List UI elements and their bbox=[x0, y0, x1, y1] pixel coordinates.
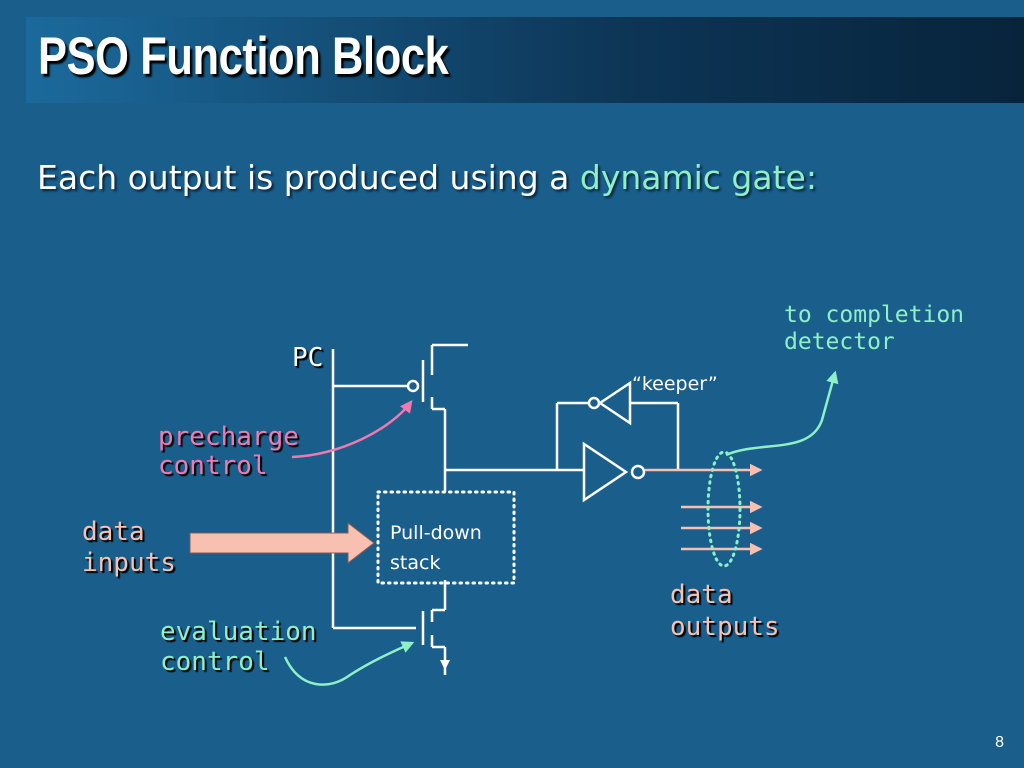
data-inputs-arrow bbox=[189, 521, 375, 565]
subtitle-highlight: dynamic gate: bbox=[579, 158, 817, 197]
output-inverter bbox=[582, 441, 646, 503]
completion-arrow bbox=[725, 370, 839, 457]
subtitle-prefix: Each output is produced using a bbox=[37, 158, 580, 197]
pull-down-label-line2: stack bbox=[390, 552, 441, 574]
precharge-control-label-line1: precharge bbox=[158, 422, 299, 452]
data-outputs-label-line1: data bbox=[670, 580, 733, 610]
slide-title: PSO Function Block bbox=[38, 27, 449, 86]
precharge-arrow bbox=[291, 400, 413, 459]
title-bar bbox=[26, 17, 1024, 103]
pc-label: PC bbox=[292, 343, 324, 373]
evaluation-control-label-line1: evaluation bbox=[160, 617, 317, 647]
page-number: 8 bbox=[995, 734, 1004, 751]
data-inputs-label-line1: data bbox=[82, 517, 145, 547]
ground-arrow bbox=[440, 660, 450, 670]
keeper-label: “keeper” bbox=[632, 373, 718, 395]
keeper-inverter bbox=[587, 380, 632, 426]
evaluation-arrow bbox=[283, 641, 415, 686]
pull-down-stack-box bbox=[376, 490, 516, 585]
output-group-ellipse bbox=[706, 450, 742, 568]
data-outputs-label-line2: outputs bbox=[670, 612, 780, 642]
circuit-wires bbox=[331, 343, 680, 675]
slide-subtitle: Each output is produced using a dynamic … bbox=[37, 158, 817, 197]
evaluation-control-label-line2: control bbox=[160, 647, 270, 677]
completion-detector-label-line1: to completion bbox=[784, 302, 965, 328]
pull-down-label-line1: Pull-down bbox=[390, 522, 482, 544]
pmos-bubble bbox=[406, 379, 420, 393]
completion-detector-label-line2: detector bbox=[784, 329, 895, 355]
precharge-control-label-line2: control bbox=[158, 451, 268, 481]
data-inputs-label-line2: inputs bbox=[82, 548, 176, 578]
